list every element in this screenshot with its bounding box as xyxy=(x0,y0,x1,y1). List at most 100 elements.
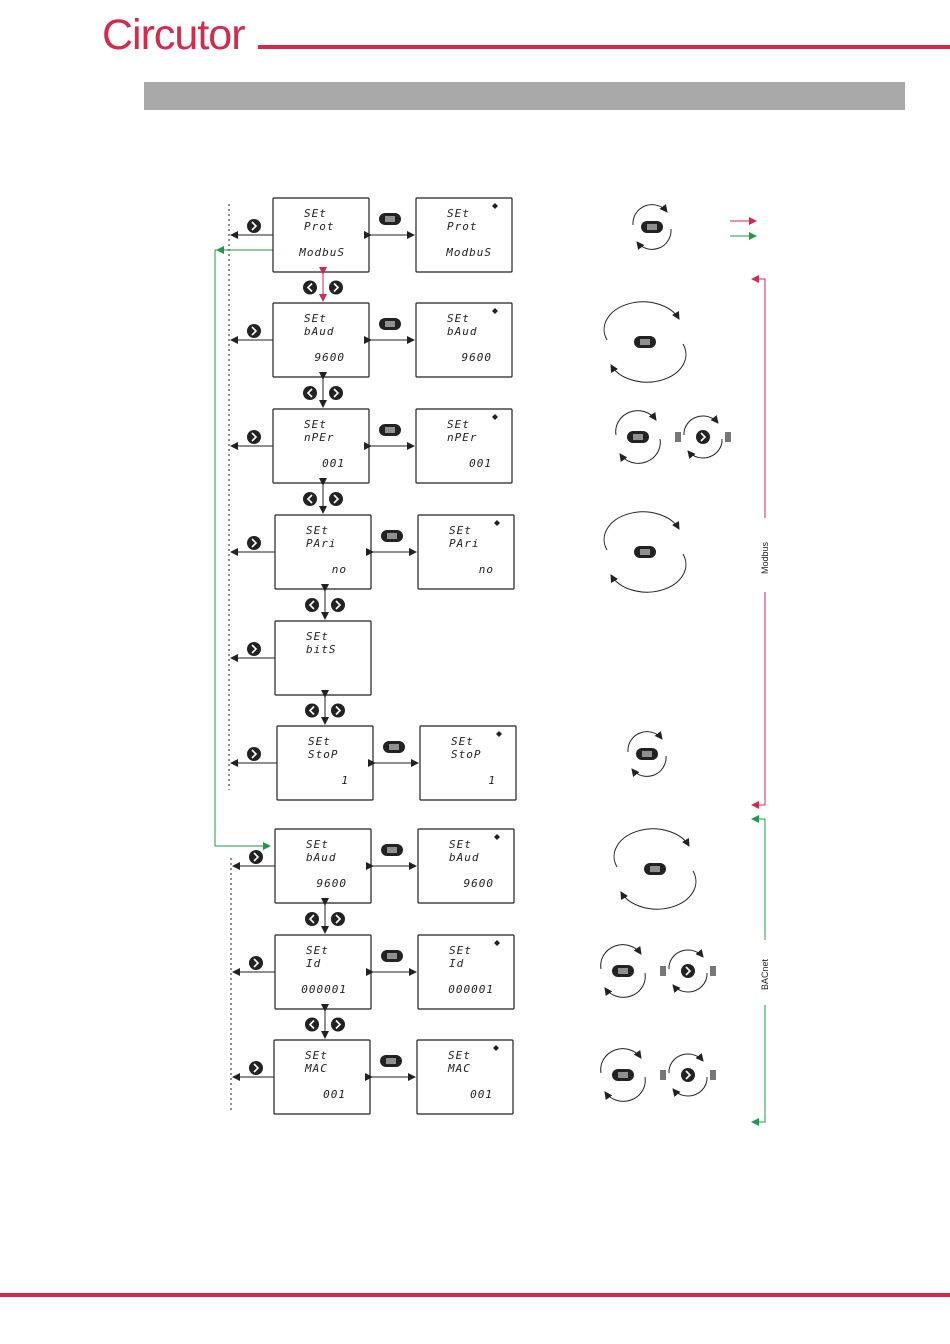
screen-bits: SEtbitS xyxy=(231,621,371,695)
edit-line-1: SEt xyxy=(449,524,472,537)
screen-line-2: bAud xyxy=(306,851,337,864)
next-button-icon[interactable] xyxy=(249,1061,263,1075)
screen-line-1: SEt xyxy=(306,838,329,851)
screen-line-2: Id xyxy=(306,957,321,970)
nav-arrows xyxy=(305,1011,345,1038)
next-button-icon[interactable] xyxy=(247,324,261,338)
next-button-icon[interactable] xyxy=(249,956,263,970)
screen-line-2: StoP xyxy=(308,748,339,761)
edit-line-1: SEt xyxy=(449,838,472,851)
prev-button-icon[interactable] xyxy=(305,598,319,612)
screen-value: 001 xyxy=(323,1088,346,1101)
nav-arrows xyxy=(303,274,343,301)
screen-value: ModbuS xyxy=(298,246,345,259)
prev-button-icon[interactable] xyxy=(305,704,319,718)
screen-line-2: PAri xyxy=(306,537,337,550)
gesture-hint xyxy=(604,302,686,382)
screen-line-2: bAud xyxy=(304,325,335,338)
edit-value: 9600 xyxy=(462,351,493,364)
menu-button-icon[interactable] xyxy=(383,741,405,753)
edit-line-1: SEt xyxy=(449,944,472,957)
menu-button-icon[interactable] xyxy=(381,950,403,962)
next-button-icon[interactable] xyxy=(329,492,343,506)
edit-line-1: SEt xyxy=(451,735,474,748)
menu-button-icon[interactable] xyxy=(379,318,401,330)
next-button-icon[interactable] xyxy=(331,1018,345,1032)
next-button-icon[interactable] xyxy=(247,536,261,550)
bacnet-label: BACnet xyxy=(760,958,770,990)
edit-line-2: bAud xyxy=(447,325,478,338)
prev-button-icon[interactable] xyxy=(303,492,317,506)
nav-arrows xyxy=(305,905,345,933)
menu-button-icon[interactable] xyxy=(379,213,401,225)
screen-value: 9600 xyxy=(315,351,346,364)
next-button-icon[interactable] xyxy=(331,704,345,718)
next-button-icon[interactable] xyxy=(247,219,261,233)
next-button-dial xyxy=(660,1054,716,1096)
menu-button-icon xyxy=(641,221,663,233)
screen-line-2: Prot xyxy=(304,220,335,233)
nav-arrows xyxy=(303,379,343,407)
screen-line-1: SEt xyxy=(304,312,327,325)
gesture-hint xyxy=(633,205,671,250)
menu-button-icon[interactable] xyxy=(381,844,403,856)
next-button-icon[interactable] xyxy=(247,747,261,761)
menu-button-icon[interactable] xyxy=(380,1055,402,1067)
next-button-icon[interactable] xyxy=(247,430,261,444)
gesture-hint xyxy=(616,411,731,464)
menu-button-icon xyxy=(644,863,666,875)
screen-line-1: SEt xyxy=(305,1049,328,1062)
edit-value: ModbuS xyxy=(445,246,492,259)
screen-nper: SEtnPEr001 xyxy=(231,409,369,483)
modbus-bracket: Modbus xyxy=(752,279,770,805)
screen-line-1: SEt xyxy=(306,630,329,643)
edit-line-2: bAud xyxy=(449,851,480,864)
prev-button-icon[interactable] xyxy=(305,1018,319,1032)
edit-value: 000001 xyxy=(448,983,494,996)
next-button-dial xyxy=(660,950,716,992)
bacnet-bracket: BACnet xyxy=(752,819,770,1122)
menu-button-icon[interactable] xyxy=(381,530,403,542)
nav-arrows xyxy=(305,591,345,619)
edit-line-2: Prot xyxy=(447,220,478,233)
nav-arrows xyxy=(305,697,345,724)
screen-value: 000001 xyxy=(301,983,347,996)
next-button-icon[interactable] xyxy=(331,598,345,612)
next-button-icon[interactable] xyxy=(247,642,261,656)
menu-button-icon xyxy=(627,431,649,443)
screen-line-1: SEt xyxy=(306,944,329,957)
next-button-icon[interactable] xyxy=(249,850,263,864)
prev-button-icon[interactable] xyxy=(305,912,319,926)
menu-button-icon xyxy=(612,1069,634,1081)
edit-line-2: MAC xyxy=(447,1062,471,1075)
gesture-hint xyxy=(628,732,666,777)
next-button-icon[interactable] xyxy=(329,386,343,400)
next-button-dial xyxy=(675,416,731,458)
prev-button-icon[interactable] xyxy=(303,281,317,295)
menu-button-icon[interactable] xyxy=(379,424,401,436)
screen-value: 9600 xyxy=(317,877,348,890)
screen-line-1: SEt xyxy=(308,735,331,748)
screen-line-1: SEt xyxy=(306,524,329,537)
prev-button-icon[interactable] xyxy=(303,386,317,400)
next-button-icon[interactable] xyxy=(331,912,345,926)
edit-value: 001 xyxy=(469,457,492,470)
nav-arrows xyxy=(303,485,343,513)
screen-line-2: nPEr xyxy=(304,431,335,444)
edit-line-1: SEt xyxy=(448,1049,471,1062)
gesture-hint xyxy=(614,829,696,909)
edit-screen-prot: SEtProtModbuS xyxy=(371,198,512,272)
next-button-icon[interactable] xyxy=(329,281,343,295)
menu-button-icon xyxy=(634,336,656,348)
gesture-hint xyxy=(601,1049,716,1102)
edit-screen-pari: SEtPArino xyxy=(373,515,514,589)
edit-value: 9600 xyxy=(464,877,495,890)
menu-button-icon xyxy=(636,748,658,760)
edit-line-1: SEt xyxy=(447,312,470,325)
